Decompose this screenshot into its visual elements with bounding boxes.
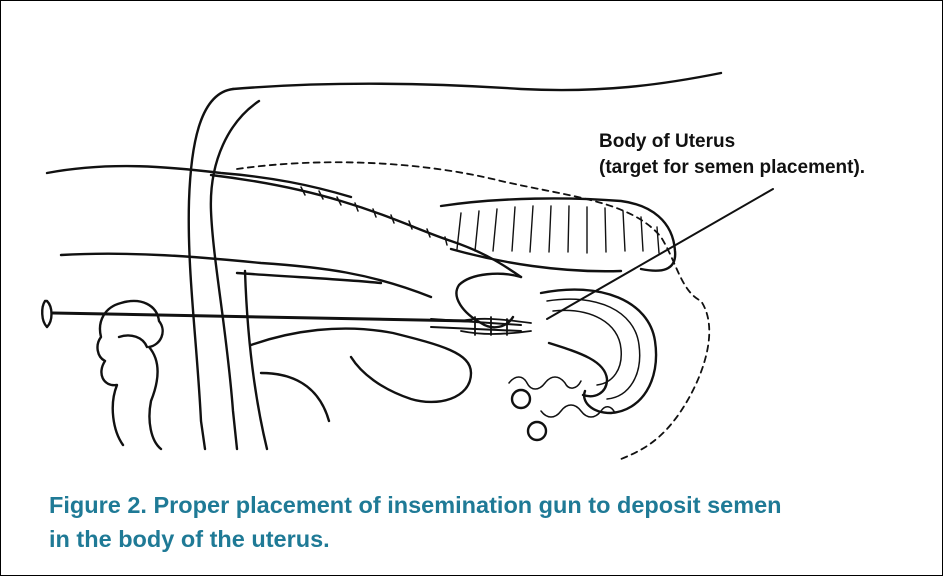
uterus-horn-mid bbox=[547, 299, 640, 399]
cervix bbox=[461, 317, 531, 335]
oviduct-left bbox=[509, 377, 581, 389]
anatomy-illustration bbox=[1, 1, 943, 471]
uterus-body-label-line2: (target for semen placement). bbox=[599, 155, 865, 181]
uterus-body-label: Body of Uterus (target for semen placeme… bbox=[599, 129, 865, 181]
label-pointer-line bbox=[547, 189, 773, 319]
caption-line1: Figure 2. Proper placement of inseminati… bbox=[49, 488, 909, 522]
tail-outer-curve bbox=[189, 89, 233, 449]
ovary-right bbox=[528, 422, 546, 440]
uterus-body-label-line1: Body of Uterus bbox=[599, 129, 865, 155]
tail-middle-curve bbox=[245, 271, 267, 449]
ovary-left bbox=[512, 390, 530, 408]
oviduct-right bbox=[541, 405, 615, 417]
uterus-horn-lower bbox=[549, 343, 607, 396]
spine-line bbox=[233, 73, 721, 90]
operator-hand bbox=[98, 301, 163, 449]
caption-line2: in the body of the uterus. bbox=[49, 522, 909, 556]
figure-caption: Figure 2. Proper placement of inseminati… bbox=[49, 488, 909, 556]
lower-curve bbox=[261, 373, 329, 421]
bladder-outline bbox=[251, 329, 471, 402]
gun-plunger bbox=[42, 301, 51, 327]
insemination-gun bbox=[53, 313, 471, 321]
